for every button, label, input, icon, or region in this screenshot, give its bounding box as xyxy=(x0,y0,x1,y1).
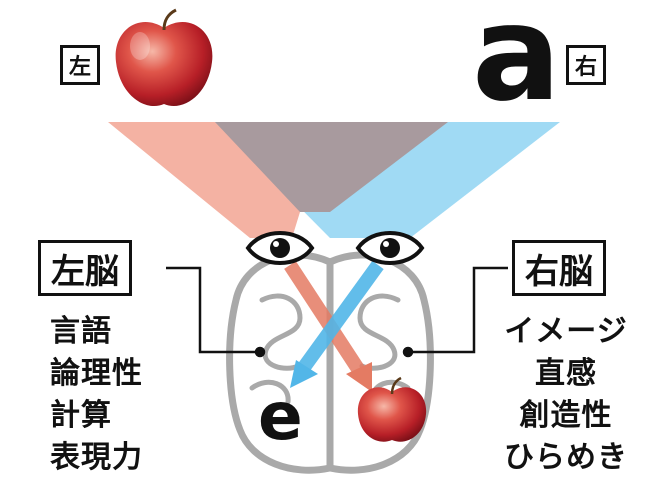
left-hemisphere-letter: e xyxy=(258,378,303,455)
right-eye-to-left-brain-arrow xyxy=(290,260,384,388)
right-brain-connector xyxy=(402,266,508,358)
left-brain-function: 言語 xyxy=(50,314,112,349)
left-brain-function: 論理性 xyxy=(50,356,143,391)
right-brain-function-list: イメージ 直感 創造性 ひらめき xyxy=(504,312,628,478)
right-brain-label: 右脳 xyxy=(512,240,606,296)
left-brain-function: 計算 xyxy=(50,398,112,433)
apple-icon xyxy=(115,8,213,107)
overlap-beam xyxy=(215,122,448,212)
right-brain-function: 創造性 xyxy=(519,398,613,433)
right-field-tag: 右 xyxy=(566,45,606,85)
right-brain-function: ひらめき xyxy=(504,440,628,475)
right-field-letter: a xyxy=(472,0,562,131)
right-brain-function: イメージ xyxy=(504,314,628,349)
right-eye-icon xyxy=(355,231,425,265)
left-brain-function: 表現力 xyxy=(50,440,143,475)
left-brain-connector xyxy=(166,266,266,358)
left-field-tag: 左 xyxy=(60,45,100,85)
left-brain-function-list: 言語 論理性 計算 表現力 xyxy=(50,312,143,478)
brain-apple-icon xyxy=(357,376,427,442)
left-brain-label: 左脳 xyxy=(38,240,132,296)
left-eye-icon xyxy=(245,231,315,265)
right-brain-function: 直感 xyxy=(535,356,597,391)
left-eye-to-right-brain-arrow xyxy=(284,261,372,392)
